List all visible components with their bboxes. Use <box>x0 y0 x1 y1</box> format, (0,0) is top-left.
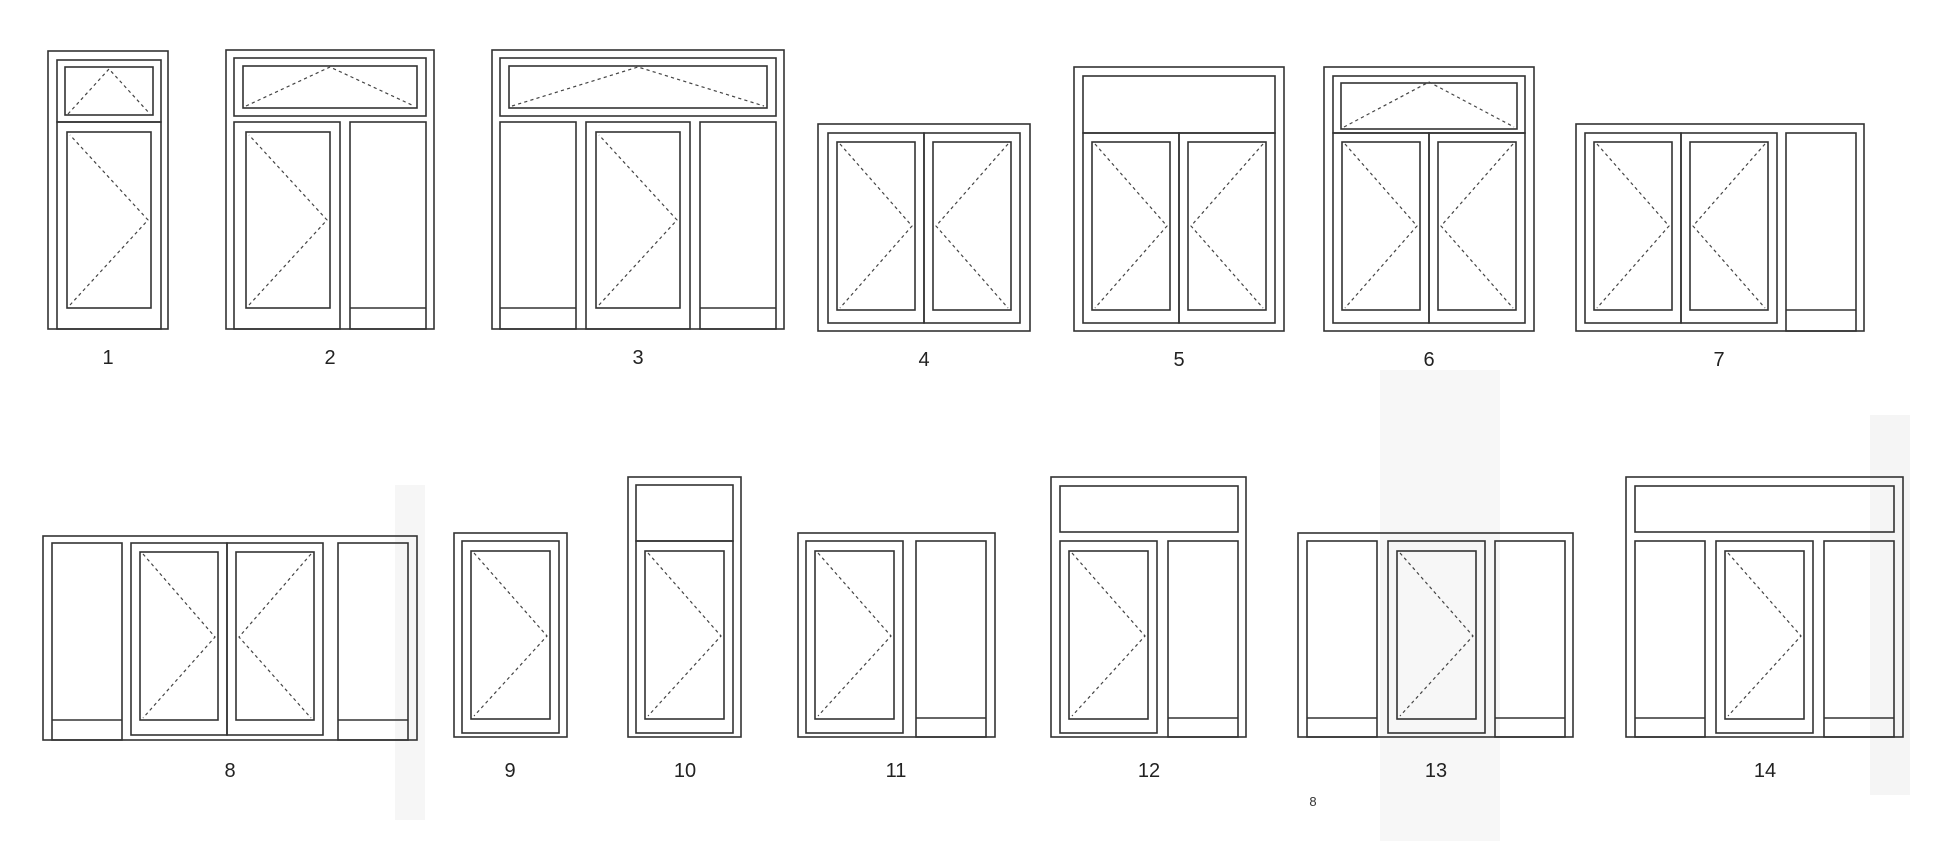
diagram-label: 1 <box>102 347 113 369</box>
diagram-10: 10 <box>627 476 742 782</box>
scan-shadow <box>395 485 425 820</box>
diagram-12: 12 <box>1050 476 1247 782</box>
diagram-6: 6 <box>1323 66 1535 371</box>
diagram-label: 2 <box>324 347 335 369</box>
diagram-4: 4 <box>817 123 1031 371</box>
diagram-label: 9 <box>504 760 515 782</box>
diagram-label: 13 <box>1425 760 1447 782</box>
diagram-8: 8 <box>42 535 418 782</box>
diagram-label: 5 <box>1173 349 1184 371</box>
diagram-11: 11 <box>797 532 996 782</box>
diagram-13: 13 <box>1297 532 1574 782</box>
diagram-5: 5 <box>1073 66 1285 371</box>
diagram-label: 10 <box>674 760 696 782</box>
diagram-3: 3 <box>491 49 785 369</box>
diagram-label: 6 <box>1423 349 1434 371</box>
scan-shadow <box>1380 370 1500 841</box>
diagram-7: 7 <box>1575 123 1865 371</box>
diagram-label: 3 <box>632 347 643 369</box>
diagram-1: 1 <box>47 50 169 369</box>
diagram-label: 12 <box>1138 760 1160 782</box>
diagram-2: 2 <box>225 49 435 369</box>
diagram-label: 7 <box>1713 349 1724 371</box>
diagram-label: 11 <box>886 760 907 782</box>
diagram-label: 8 <box>224 760 235 782</box>
diagram-label: 14 <box>1754 760 1776 782</box>
diagram-label: 4 <box>918 349 929 371</box>
stray-page-mark: 8 <box>1309 794 1316 809</box>
scan-shadow <box>1870 415 1910 795</box>
diagram-9: 9 <box>453 532 568 782</box>
diagram-14: 14 <box>1625 476 1904 782</box>
